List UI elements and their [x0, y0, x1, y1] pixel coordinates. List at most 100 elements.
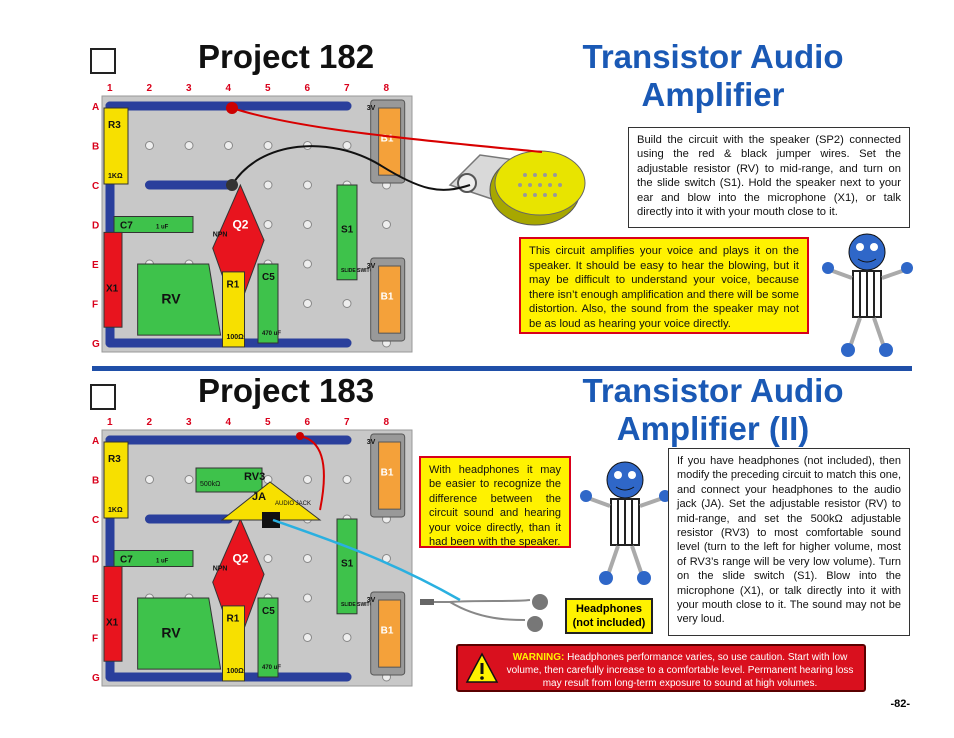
rv-label: RV — [161, 625, 181, 641]
board-peg — [303, 633, 312, 642]
row-label: C — [92, 515, 99, 526]
project-182-subtitle-line1: Transistor Audio — [582, 38, 844, 75]
r3-value: 1KΩ — [108, 173, 123, 180]
c5-label: C5 — [262, 272, 275, 283]
project-182-title: Project 182 — [198, 38, 375, 75]
b1-label: B1 — [381, 626, 394, 637]
row-label: A — [92, 102, 99, 113]
headphones-illustration — [420, 594, 548, 632]
s1-part — [336, 518, 358, 615]
board-peg — [303, 180, 312, 190]
row-label: D — [92, 221, 99, 232]
board-peg — [263, 220, 273, 229]
board-peg — [303, 299, 312, 308]
npn-label: NPN — [213, 565, 228, 572]
battery-cell — [378, 107, 402, 176]
rv-part — [137, 263, 222, 336]
project-183-subtitle: Transistor Audio Amplifier (II) — [548, 372, 878, 448]
board-peg — [224, 141, 233, 150]
row-label: F — [92, 300, 98, 311]
c7-part — [113, 550, 194, 567]
column-label: 2 — [147, 83, 153, 94]
project-182-subtitle-line2: Amplifier — [641, 76, 785, 113]
project-183-subtitle-line2: Amplifier (II) — [616, 410, 810, 447]
c5-part — [257, 597, 279, 678]
b1-label: B1 — [381, 292, 394, 303]
c5-part — [257, 263, 279, 344]
s1-label: S1 — [341, 558, 354, 569]
column-label: 6 — [305, 417, 311, 428]
c5-value: 470 uF — [262, 331, 281, 337]
project-183-checkbox[interactable] — [90, 384, 116, 410]
board-peg — [145, 141, 154, 150]
column-label: 7 — [344, 83, 350, 94]
column-label: 8 — [384, 417, 390, 428]
audio-jack-label: AUDIO JACK — [275, 501, 311, 507]
project-182-checkbox[interactable] — [90, 48, 116, 74]
project-182-subtitle: Transistor Audio Amplifier — [548, 38, 878, 114]
rv-part — [137, 597, 222, 670]
column-label: 6 — [305, 83, 311, 94]
r3-part — [103, 107, 129, 185]
board-peg — [145, 475, 154, 484]
row-label: E — [92, 260, 99, 271]
row-label: E — [92, 594, 99, 605]
r1-label: R1 — [227, 280, 240, 291]
board-peg — [263, 180, 273, 190]
row-label: G — [92, 673, 100, 684]
board-peg — [342, 141, 352, 150]
board-peg — [303, 259, 312, 269]
board-peg — [342, 633, 352, 642]
r3-label: R3 — [108, 454, 121, 465]
battery-voltage-label: 3V — [367, 105, 376, 112]
npn-label: NPN — [213, 231, 228, 238]
x1-label: X1 — [106, 618, 119, 629]
column-label: 4 — [226, 417, 232, 428]
r1-part — [222, 271, 245, 348]
project-182-note: This circuit amplifies your voice and pl… — [519, 237, 809, 334]
x1-part — [103, 231, 123, 328]
section-divider — [92, 366, 912, 371]
c5-label: C5 — [262, 606, 275, 617]
warning-text: Headphones performance varies, so use ca… — [506, 652, 854, 689]
x1-part — [103, 565, 123, 662]
headphones-label: Headphones (not included) — [565, 598, 653, 634]
x1-label: X1 — [106, 284, 119, 295]
rv3-label: RV3 — [244, 471, 265, 483]
row-label: F — [92, 634, 98, 645]
warning-box: WARNING: Headphones performance varies, … — [456, 644, 866, 692]
q2-label: Q2 — [232, 552, 248, 566]
rv-label: RV — [161, 291, 181, 307]
board-peg — [303, 220, 312, 229]
r1-part — [222, 605, 245, 682]
jumper-wires-182 — [226, 102, 543, 191]
rv3-value: 500kΩ — [200, 481, 220, 488]
warning-triangle-icon — [465, 652, 499, 683]
column-label: 5 — [265, 83, 271, 94]
mascot-character-1 — [822, 233, 913, 357]
switch-label: SLIDE SWITCH — [341, 268, 377, 274]
row-label: A — [92, 436, 99, 447]
headphones-label-line2: (not included) — [572, 617, 646, 629]
c7-value: 1 uF — [156, 225, 169, 231]
battery-voltage-label: 3V — [367, 263, 376, 270]
r1-value: 100Ω — [227, 668, 245, 675]
page-number: -82- — [890, 698, 910, 710]
board-peg — [303, 593, 312, 603]
column-label: 7 — [344, 417, 350, 428]
battery-cell — [378, 265, 402, 334]
board-peg — [263, 554, 273, 563]
mascot-character-2 — [580, 461, 671, 585]
c7-value: 1 uF — [156, 559, 169, 565]
column-label: 1 — [107, 417, 113, 428]
c5-value: 470 uF — [262, 665, 281, 671]
board-peg — [342, 475, 352, 484]
c7-part — [113, 216, 194, 233]
board-peg — [184, 141, 194, 150]
column-label: 3 — [186, 417, 192, 428]
project-183-title: Project 183 — [198, 372, 375, 409]
headphones-label-line1: Headphones — [575, 603, 642, 615]
speaker-illustration — [448, 150, 586, 226]
